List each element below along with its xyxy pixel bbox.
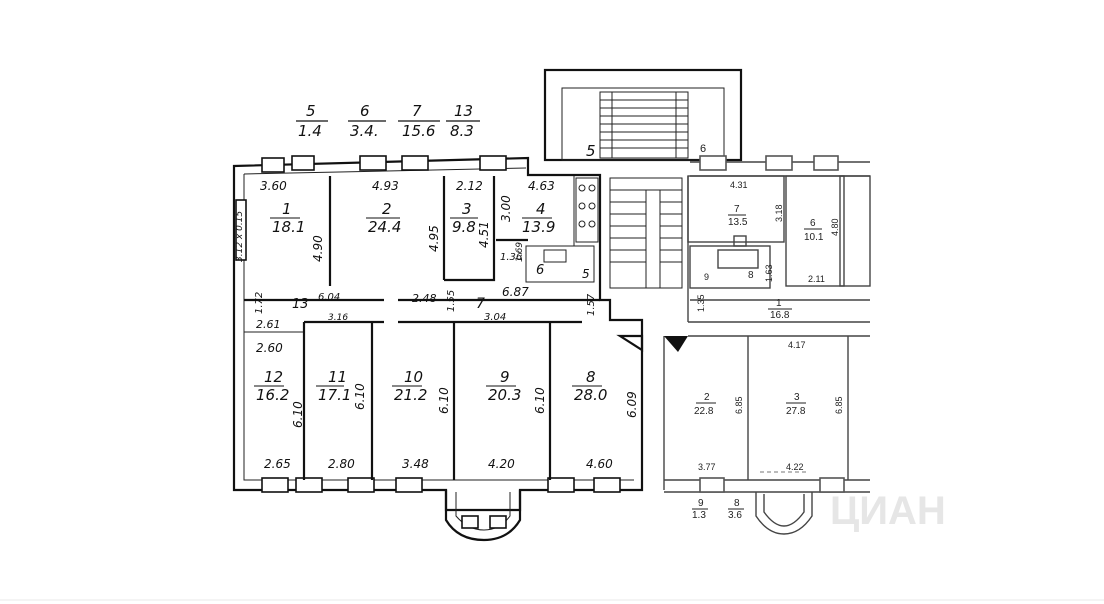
right-dim-2-11: 2.11 [808,274,825,284]
dim-2-80: 2.80 [328,457,355,471]
stair-6-label: 6 [700,143,706,155]
right-room-6-num: 6 [810,218,816,229]
right-room-7-area: 13.5 [728,217,748,228]
right-dim-1-63: 1.63 [764,264,774,282]
dim-3-48: 3.48 [402,457,429,471]
kitchen-5-label: 5 [582,267,590,281]
area-legend: 5 1.4 6 3.4. 7 15.6 13 8.3 [296,102,480,140]
dim-6-04: 6.04 [318,292,340,303]
dim-4-20: 4.20 [488,457,515,471]
hall-1-area: 16.8 [770,310,790,321]
room-12-num: 12 [264,368,283,386]
balcony-8-num: 8 [734,498,740,509]
corridor-13-label: 13 [292,297,309,312]
right-dim-4-17: 4.17 [788,340,806,350]
right-room-6-area: 10.1 [804,232,824,243]
legend-num-13: 13 [454,102,473,120]
legend-area-5: 1.4 [298,122,322,140]
dim-2-61: 2.61 [256,318,281,331]
label-5-stair: 5 [586,142,596,160]
balcony-8-area: 3.6 [728,510,742,521]
right-dim-4-80: 4.80 [830,218,840,236]
left-room-labels: 1 18.1 2 24.4 3 9.8 4 13.9 6 8 28.0 9 20… [254,200,607,404]
dim-2-12: 2.12 [456,179,483,193]
dim-4-90: 4.90 [311,235,325,262]
legend-num-6: 6 [360,102,370,120]
dim-4-60: 4.60 [586,457,613,471]
right-dim-1-35: 1.35 [696,294,706,312]
dim-3-60: 3.60 [260,179,287,193]
legend-area-7: 15.6 [402,122,435,140]
dim-1-72: 1.72 [254,292,265,314]
right-room-3-area: 27.8 [786,406,806,417]
dim-4-93: 4.93 [372,179,399,193]
dim-2-48: 2.48 [412,292,437,305]
room-11-num: 11 [328,368,347,386]
right-room-2-area: 22.8 [694,406,714,417]
dim-6-10-c: 6.10 [437,387,451,414]
dim-4-95: 4.95 [427,225,441,252]
right-room-2-num: 2 [704,392,710,403]
legend-area-13: 8.3 [450,122,474,140]
legend-num-7: 7 [412,102,422,120]
dim-6-10-d: 6.10 [533,387,547,414]
dim-1-69: 1.69 [515,242,525,262]
dim-4-31: 4.31 [730,180,748,190]
dim-3-16: 3.16 [328,313,348,323]
room-6-num: 6 [536,263,544,278]
corridor-7-label: 7 [476,296,485,312]
room-10-area: 21.2 [394,386,427,404]
room-12-area: 16.2 [256,386,289,404]
dim-6-87: 6.87 [502,285,529,299]
dim-3-00: 3.00 [499,195,513,222]
dim-1-36: 1.36 [500,252,522,263]
right-dim-3-18: 3.18 [774,204,784,222]
watermark-logo: ЦИАН [830,489,946,533]
dim-6-10-b: 6.10 [353,383,367,410]
room-1-area: 18.1 [272,218,305,236]
right-dim-6-85-b: 6.85 [834,396,844,414]
dim-6-10-a: 6.10 [291,401,305,428]
room-9-area: 20.3 [488,386,521,404]
room-1-num: 1 [282,200,292,218]
room-11-area: 17.1 [318,386,351,404]
room-2-num: 2 [382,200,392,218]
left-dimensions: 3.60 4.93 2.12 4.63 3.00 4.90 4.95 4.51 … [235,179,639,471]
right-room-7-num: 7 [734,204,740,215]
right-labels: 6 4.31 7 13.5 3.18 6 10.1 4.80 9 8 1.63 … [692,143,844,521]
right-apartment [663,155,871,535]
dim-2-65: 2.65 [264,457,291,471]
dim-1-55: 1.55 [446,290,457,312]
room-8-area: 28.0 [574,386,607,404]
balcony-9-num: 9 [698,498,704,509]
dim-side-window: 3.12 x 0.15 [235,211,245,262]
dim-3-04: 3.04 [484,312,506,323]
legend-area-6: 3.4. [350,122,379,140]
staircase-upper: 5 [543,68,743,289]
room-3-area: 9.8 [452,218,476,236]
dim-2-60: 2.60 [256,341,283,355]
room-4-area: 13.9 [522,218,555,236]
dim-4-63: 4.63 [528,179,555,193]
dim-1-57: 1.57 [586,293,597,316]
room-9-num: 9 [500,368,510,386]
room-3-num: 3 [462,200,472,218]
room-8-num: 8 [586,368,596,386]
right-room-3-num: 3 [794,392,800,403]
legend-num-5: 5 [306,102,316,120]
right-room-8-num: 8 [748,270,754,281]
right-dim-4-22: 4.22 [786,462,804,472]
right-dim-3-77: 3.77 [698,462,716,472]
dim-6-09: 6.09 [625,391,639,418]
right-dim-6-85-a: 6.85 [734,396,744,414]
room-4-num: 4 [536,200,546,218]
balcony-9-area: 1.3 [692,510,706,521]
dim-4-51: 4.51 [477,221,491,248]
hall-1-num: 1 [776,298,782,309]
left-apartment [232,155,644,542]
room-10-num: 10 [404,368,423,386]
room-2-area: 24.4 [368,218,401,236]
right-room-9-num: 9 [704,272,709,282]
